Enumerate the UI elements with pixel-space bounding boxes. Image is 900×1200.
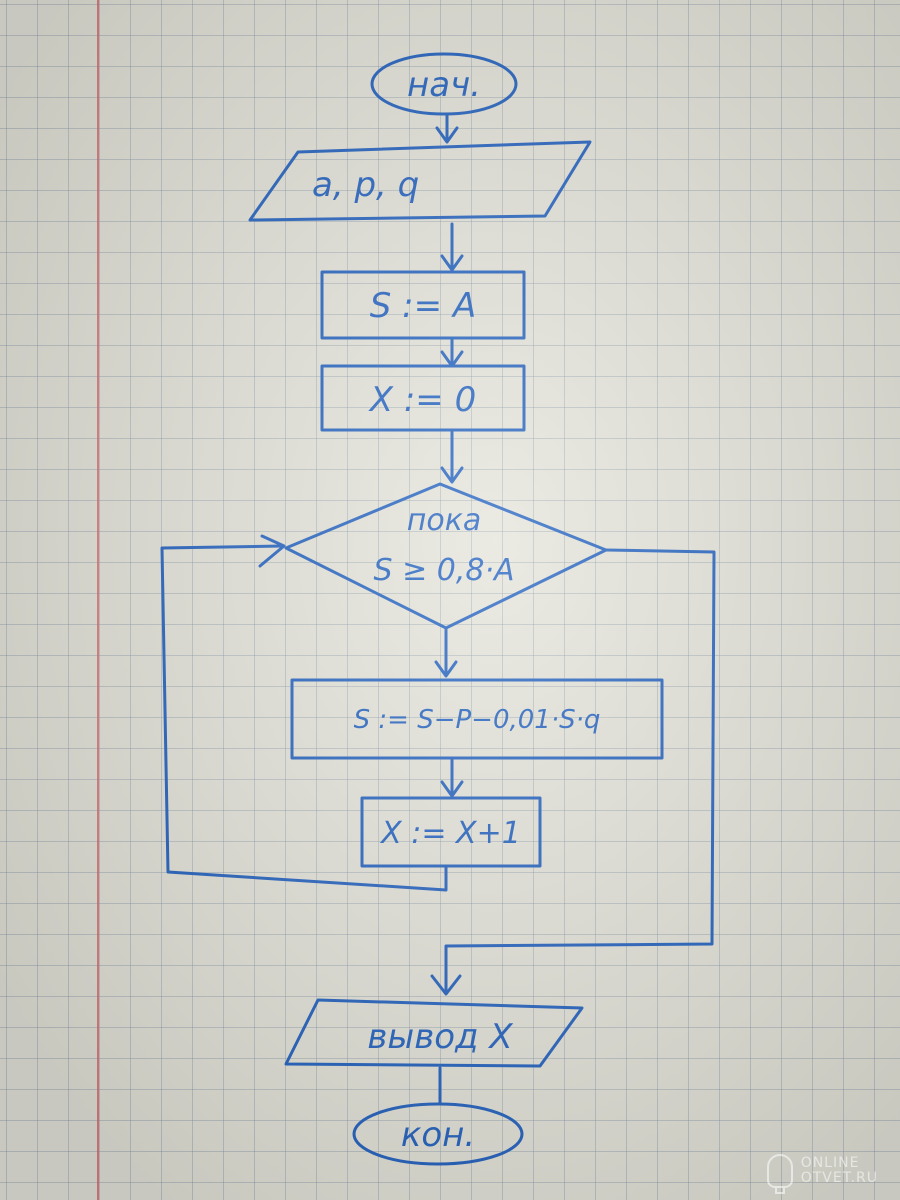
loop-exit-line	[444, 548, 716, 994]
assign-s-label: S := A	[370, 286, 476, 326]
watermark-text: ONLINE OTVET.RU	[801, 1156, 878, 1186]
output-label: вывод X	[367, 1017, 513, 1057]
lightbulb-icon	[766, 1154, 793, 1194]
start-terminal	[370, 52, 518, 116]
arrowhead-icon	[435, 126, 459, 144]
arrowhead-icon	[258, 534, 286, 568]
arrowhead-icon	[434, 660, 458, 678]
start-label: нач.	[407, 65, 481, 105]
arrowhead-icon	[430, 974, 462, 996]
assign-x-label: X := 0	[368, 380, 476, 420]
arrowhead-icon	[440, 466, 464, 484]
end-label: кон.	[401, 1115, 475, 1155]
arrowhead-icon	[440, 780, 464, 798]
loop-back-line	[160, 544, 448, 892]
output-parallelogram	[284, 998, 584, 1068]
increment-x-label: X := X+1	[379, 816, 521, 851]
increment-x-process	[360, 796, 542, 868]
input-label: a, p, q	[312, 165, 419, 205]
assign-s-process	[320, 270, 526, 340]
input-parallelogram	[248, 140, 592, 222]
arrowhead-icon	[440, 254, 464, 272]
notebook-margin-line	[97, 0, 99, 1200]
update-s-label: S := S−P−0,01·S·q	[354, 705, 601, 735]
loop-keyword-label: пока	[407, 503, 481, 538]
watermark-logo: ONLINE OTVET.RU	[766, 1154, 878, 1194]
assign-x-process	[320, 364, 526, 432]
watermark-line2: OTVET.RU	[800, 1170, 878, 1186]
end-terminal	[352, 1102, 524, 1166]
watermark-line1: ONLINE	[800, 1155, 860, 1171]
loop-condition-label: S ≥ 0,8·A	[373, 553, 514, 588]
update-s-process	[290, 678, 664, 760]
loop-condition-decision	[284, 482, 608, 630]
